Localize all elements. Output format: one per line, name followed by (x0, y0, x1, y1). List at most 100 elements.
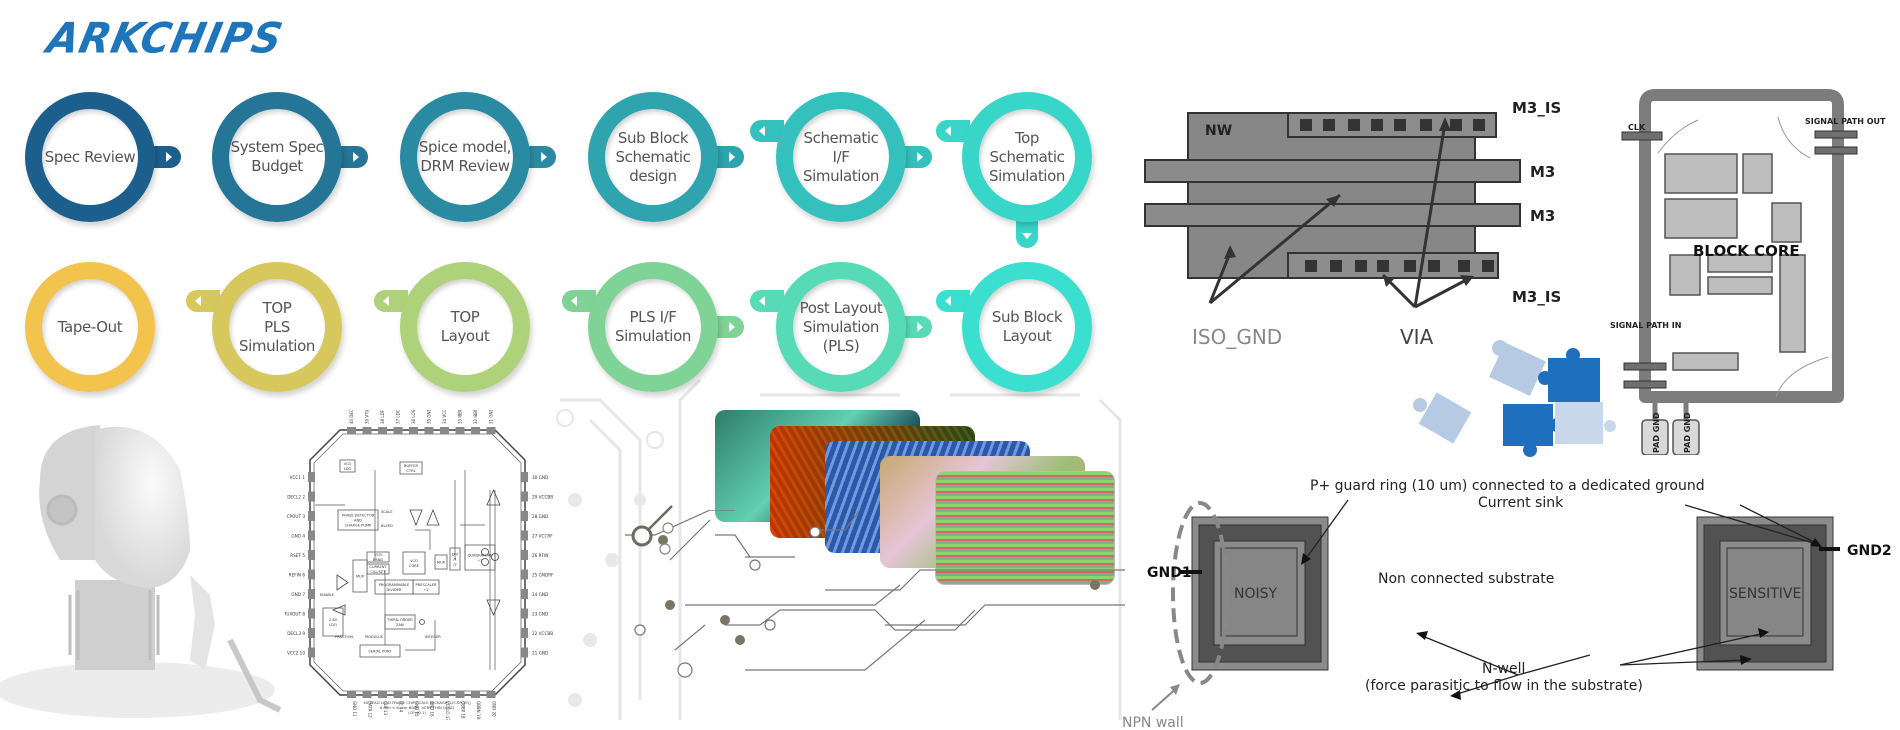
chip-pin-label: REFIN 6 (289, 573, 306, 578)
process-step: Post Layout Simulation (PLS) (750, 262, 932, 392)
chip-pin-label: 34 VCCLO (442, 410, 447, 424)
block-core-title: BLOCK CORE (1693, 242, 1800, 260)
noisy-label: NOISY (1234, 586, 1278, 602)
chip-pin (308, 589, 315, 599)
arrow-down-icon (1022, 233, 1032, 239)
chip-pin (308, 647, 315, 658)
m3-label-2: M3 (1530, 207, 1555, 225)
chip-block-label: BUFFER (404, 464, 419, 468)
nwell-line1: N-well (1482, 661, 1525, 677)
step-center: Post Layout Simulation (PLS) (793, 279, 889, 375)
pad-gnd-label-2: PAD GND (1683, 412, 1692, 453)
chip-pin (409, 691, 418, 698)
chip-block-label: VCO (344, 462, 352, 466)
chip-pin (378, 427, 387, 434)
sensitive-label: SENSITIVE (1729, 586, 1801, 602)
arrow-left-icon (571, 296, 577, 306)
chip-block-label: CURRENT (369, 565, 387, 569)
puzzle-piece-light-2 (1413, 392, 1472, 444)
puzzle-graphic (1413, 340, 1616, 457)
chip-pin (308, 608, 315, 619)
chip-block-label: CTRL (406, 469, 415, 473)
chip-caption-line1: 40-LEAD LEAD FRAME CHIP SCALE PACKAGE [L… (363, 700, 471, 705)
arrow-right-icon (729, 152, 735, 162)
chip-pin (378, 691, 387, 698)
chip-pin (486, 427, 496, 434)
chip-pin-label: DECL3 9 (287, 631, 305, 636)
step-center: Schematic I/F Simulation (793, 109, 889, 205)
process-step: Sub Block Layout (936, 262, 1092, 392)
npn-wall-label: NPN wall (1122, 715, 1184, 730)
chip-pin (521, 569, 528, 580)
arrow-right-icon (917, 152, 923, 162)
step-center: Spice model, DRM Review (417, 109, 513, 205)
step-center: System Spec Budget (229, 109, 325, 205)
chip-block-label: CORE (409, 564, 420, 568)
chip-block-label: CHARGE PUMP (345, 524, 372, 528)
chip-pin-label: GND 16 (430, 701, 435, 717)
chip-pin (521, 491, 528, 502)
chip-pin-label: GND 15 (414, 701, 419, 717)
step-label: System Spec Budget (230, 138, 324, 175)
chip-pin (455, 427, 465, 434)
chip-label-fraction: FRACTION (335, 635, 353, 639)
chip-pin-label: 38 LDF (380, 410, 385, 424)
chip-block-prog-divider (374, 579, 414, 595)
chip-label-scale: SCALE (381, 510, 393, 514)
chip-pin-label: VCC1 1 (290, 475, 306, 480)
chip-block-label: VCO (374, 553, 382, 557)
chip-block-serial-port (359, 644, 401, 658)
chip-pin (409, 427, 418, 434)
chip-pin (521, 530, 528, 541)
m3-bar-1 (1144, 159, 1521, 183)
step-center: PLS I/F Simulation (605, 279, 701, 375)
chip-block-label: PROGRAMMABLE (379, 583, 410, 587)
chip-pin-label: QBBP 18 (461, 701, 466, 719)
arrow-left-icon (759, 296, 765, 306)
process-step: Sub Block Schematic design (588, 92, 744, 222)
chip-block-label: LDO (344, 467, 352, 471)
chip-pin-label: 23 GND (532, 612, 548, 617)
chip-block-label: DIVIDER (387, 588, 402, 592)
puzzle-piece-light-1 (1489, 340, 1546, 396)
iso-gnd-label: ISO_GND (1192, 325, 1282, 349)
chip-pin-label: 25 GNDRF (532, 573, 554, 578)
chip-pin-label: 30 GND (532, 475, 548, 480)
chip-block-label: MUX (356, 575, 365, 579)
step-label: Post Layout Simulation (PLS) (799, 298, 883, 355)
chip-pin-label: 29 VCCBB (532, 495, 553, 500)
step-center: Top Schematic Simulation (979, 109, 1075, 205)
chip-block-buffer-ctrl (399, 461, 423, 475)
chip-pin (424, 427, 434, 434)
substrate-label: Non connected substrate (1378, 571, 1554, 587)
chip-label-enable: ENABLE (320, 593, 335, 597)
process-step: PLS I/F Simulation (562, 262, 744, 392)
chip-block-label: /2 (453, 563, 457, 567)
chip-pin-label: CLK 13 (383, 701, 388, 715)
chip-pin-label: 27 VCCRF (532, 534, 553, 539)
signal-path-in-label: SIGNAL PATH IN (1610, 321, 1681, 330)
chip-block-ldo-28 (322, 607, 344, 637)
chip-pin-label: 26 RFIN (532, 553, 548, 558)
clk-label: CLK (1628, 123, 1646, 132)
chip-pin (347, 691, 356, 698)
chip-pin-label: 24 GND (532, 592, 548, 597)
flow-connector-left (374, 290, 408, 312)
m3-iso-top-bar (1287, 112, 1497, 138)
step-center: TOP PLS Simulation (229, 279, 325, 375)
chip-pin (393, 691, 403, 698)
chip-block-label: QUADRATURE (468, 554, 494, 558)
chip-pin (521, 472, 528, 482)
chip-block-label: ÷2 (423, 588, 428, 592)
nw-region (1187, 112, 1476, 279)
step-label: Sub Block Schematic design (615, 128, 691, 185)
chip-pin (308, 550, 315, 560)
circuit-node-large (631, 505, 674, 555)
arrow-right-icon (917, 322, 923, 332)
flow-connector-right (334, 146, 368, 168)
signal-in-pads (1623, 362, 1667, 389)
process-step: TOP Layout (374, 262, 530, 392)
via-label: VIA (1400, 325, 1434, 349)
chip-pin (521, 647, 528, 658)
